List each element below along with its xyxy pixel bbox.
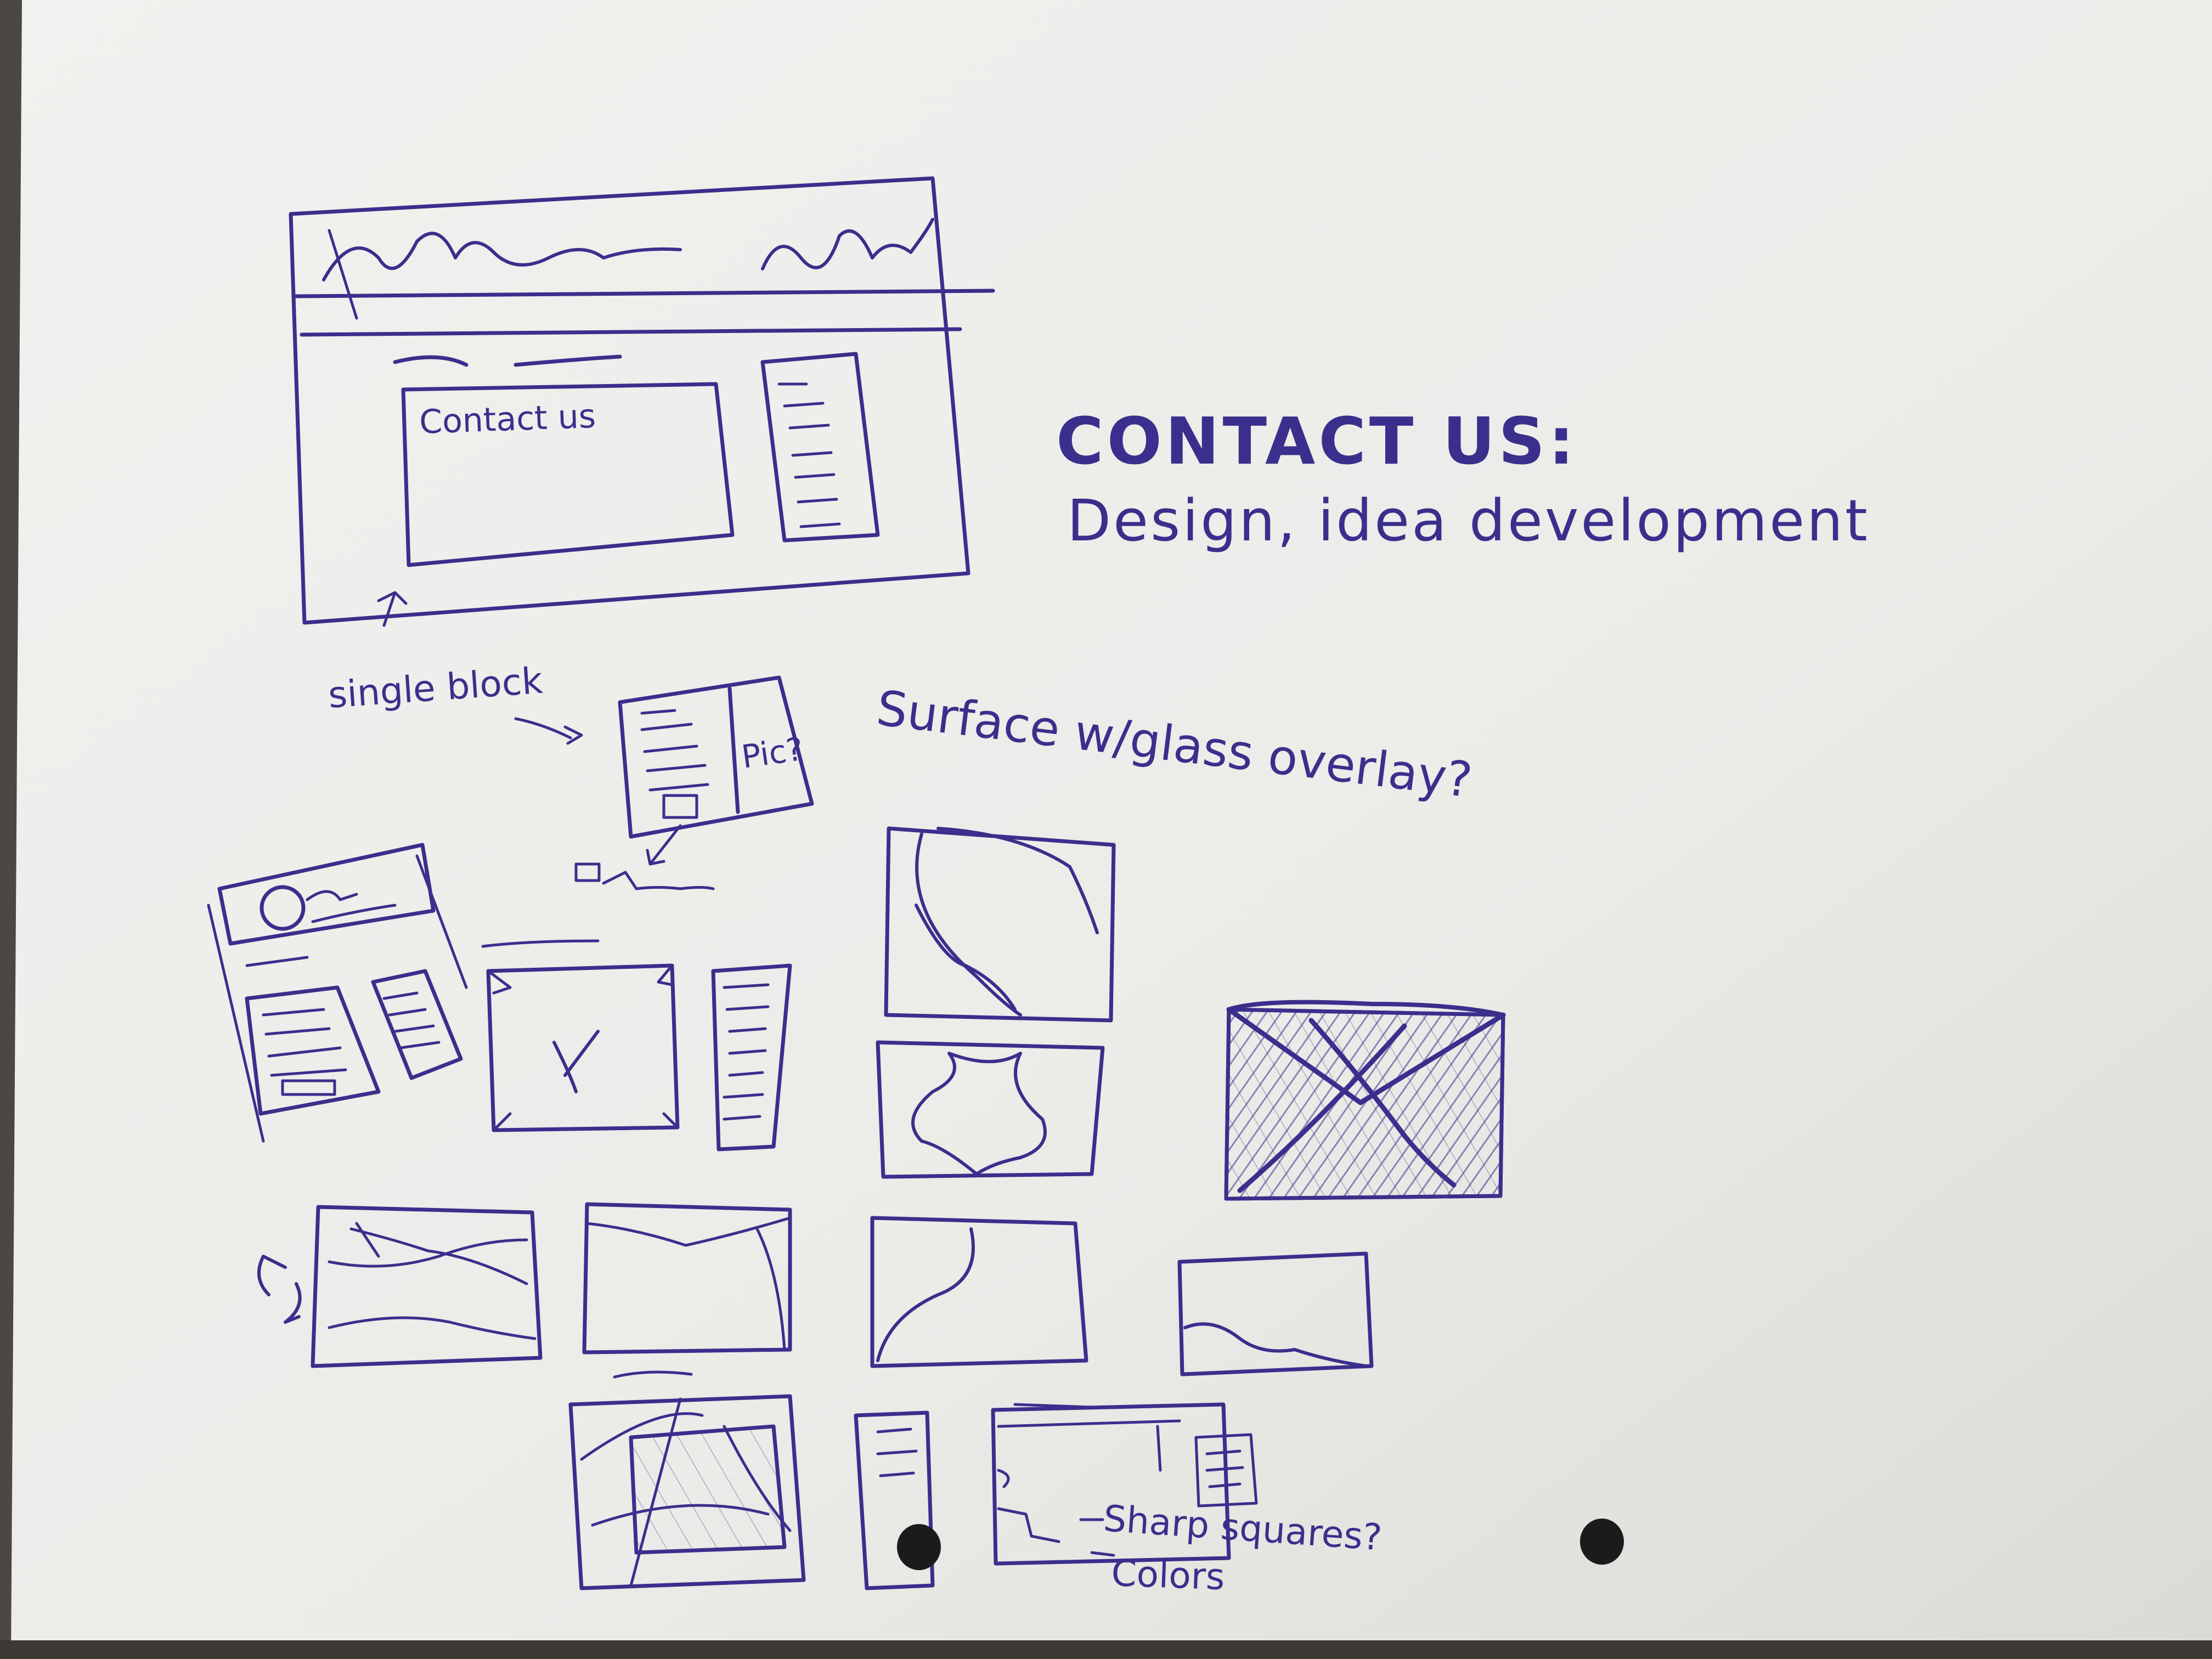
colors-note: Colors bbox=[1110, 1552, 1225, 1598]
bottom-wireframe-sketches bbox=[568, 1370, 1258, 1590]
mobile-wireframe-sketch bbox=[207, 843, 468, 1143]
blob-shape-sketches bbox=[876, 826, 1116, 1179]
single-block-sketch bbox=[514, 675, 814, 890]
main-wireframe-sketch bbox=[289, 176, 995, 627]
hole-punch-right bbox=[1580, 1519, 1624, 1565]
table-edge bbox=[0, 1640, 2212, 1659]
placeholder-x-sketch bbox=[481, 939, 792, 1152]
graph-sketches bbox=[257, 1202, 1374, 1376]
paper-sheet bbox=[11, 0, 2212, 1659]
wireframe-contact-label: Contact us bbox=[419, 397, 596, 442]
envelope-glass-sketch bbox=[1224, 1000, 1506, 1201]
pic-label: Pic? bbox=[739, 730, 805, 776]
hole-punch-left bbox=[897, 1524, 941, 1570]
heading-contact-us: CONTACT US: bbox=[1056, 403, 1577, 479]
subheading-design: Design, idea development bbox=[1067, 487, 1870, 554]
